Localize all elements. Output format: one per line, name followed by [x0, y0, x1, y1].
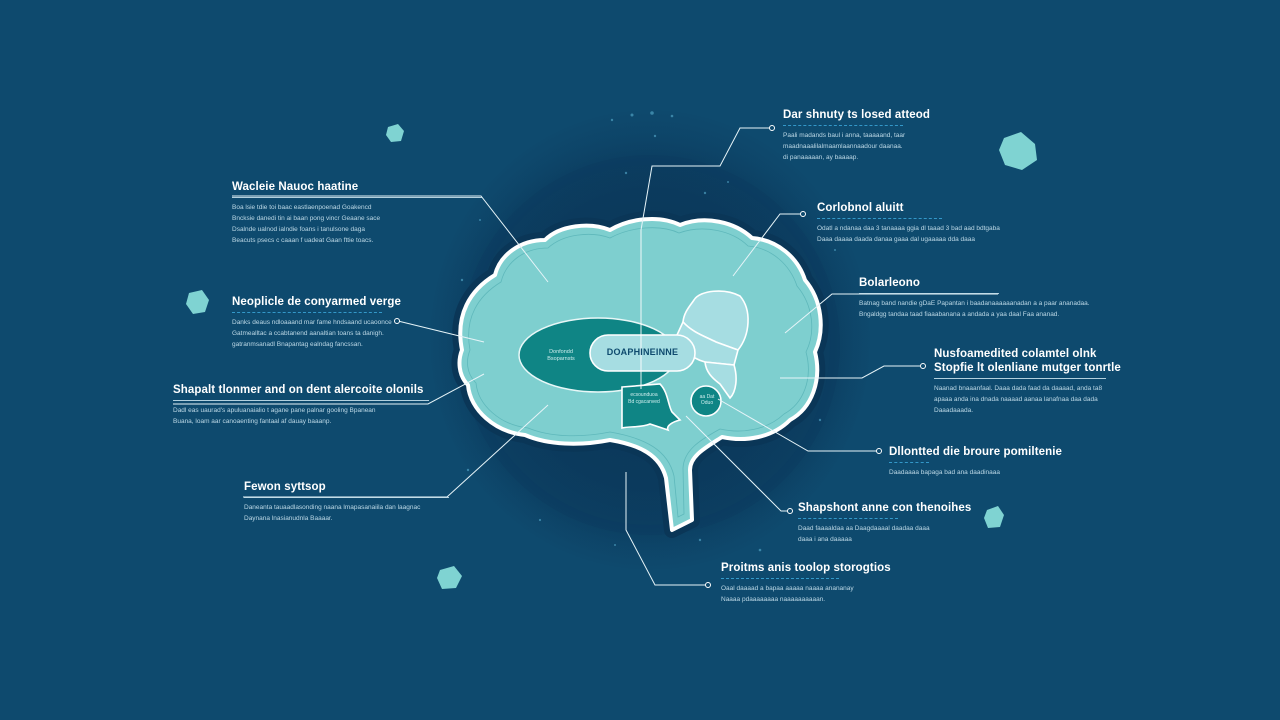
callout-right-7: Proitms anis toolop storogtios Oaal daaa… [721, 561, 891, 605]
hex-top-left-icon [386, 124, 404, 142]
callout-right-1: Dar shnuty ts losed atteod Paali madands… [783, 108, 933, 163]
callout-right-3: Bolarleono Batnag band nandie gDaE Papan… [859, 276, 1090, 320]
callout-body: Odatl a ndanaa daa 3 tanaaaa ggia dl taa… [817, 225, 1000, 243]
hex-left-icon [186, 290, 209, 314]
callout-left-4: Fewon syttsop Daneanta tauaadlasonding n… [244, 480, 449, 524]
leader-dot [394, 318, 400, 324]
callout-title: Dllontted die broure pomiltenie [889, 446, 1063, 458]
callout-title-line2: Stopfie lt olenliane mutger tonrtle [934, 362, 1121, 374]
callout-title: Corlobnol aluitt [817, 202, 904, 214]
callout-rule [232, 312, 382, 313]
callout-body: Boa lsie tdie toi baac eastlaenpoenad Go… [232, 204, 381, 244]
region-center-pill [589, 334, 696, 372]
hex-bottom-left-icon [437, 566, 462, 589]
callout-rule [244, 497, 449, 498]
callout-right-5: Dllontted die broure pomiltenie Daadaaaa… [889, 445, 1063, 478]
callout-body: Dadl eas uaurad's apuluanaialio t agane … [173, 407, 376, 425]
region-lower-dark [621, 383, 682, 432]
callout-title: Wacleie Nauoc haatine [232, 181, 359, 193]
callout-body: Batnag band nandie gDaE Papantan i baada… [859, 300, 1090, 318]
callout-right-2: Corlobnol aluitt Odatl a ndanaa daa 3 ta… [817, 201, 1000, 245]
callout-rule [798, 518, 898, 519]
callout-body: Daad faaaaldaa aa Daagdaaaal daadaa daaa… [798, 525, 930, 543]
callout-body: Danks deaus ndloaaand mar fame hndsaand … [232, 319, 392, 348]
hex-top-right-icon [999, 132, 1037, 170]
callout-rule [173, 400, 429, 401]
sparkle-dots [460, 111, 836, 552]
callout-body: Daadaaaa bapaga bad ana daadinaaa [889, 469, 1000, 476]
callout-rule [721, 578, 839, 579]
callout-body: Oaal daaaad a bapaa aaaaa naaaa anananay… [721, 585, 854, 603]
callout-title: Nusfoamedited colamtel olnk [934, 348, 1097, 360]
callout-rule [783, 125, 903, 126]
callout-body: Naanad bnaaanfaal. Daaa dada faad da daa… [934, 385, 1103, 414]
callout-left-1: Wacleie Nauoc haatine Boa lsie tdie toi … [232, 180, 482, 246]
callout-body: Daneanta tauaadlasonding naana lmapasana… [244, 504, 421, 522]
callout-rule [232, 197, 482, 198]
callout-title: Proitms anis toolop storogtios [721, 562, 891, 574]
region-small-dark [690, 385, 722, 417]
callout-title: Dar shnuty ts losed atteod [783, 109, 931, 121]
callout-title: Shapalt tlonmer and on dent alercoite ol… [173, 384, 424, 396]
leader-dots-right [705, 125, 926, 588]
callout-title: Fewon syttsop [244, 481, 326, 493]
callout-left-2: Neoplicle de conyarmed verge Danks deaus… [232, 295, 402, 350]
callout-right-6: Shapshont anne con thenoihes Daad faaaal… [798, 501, 972, 545]
callout-title: Neoplicle de conyarmed verge [232, 296, 401, 308]
callout-rule [817, 218, 942, 219]
callout-title: Bolarleono [859, 277, 921, 289]
decorative-shapes [186, 124, 1037, 589]
callout-rule [934, 378, 1106, 379]
brain-inner-contour [467, 227, 813, 518]
callout-rule [859, 293, 999, 294]
hex-right-icon [984, 506, 1004, 528]
callout-right-4: Nusfoamedited colamtel olnk Stopfie lt o… [934, 347, 1121, 416]
callout-title: Shapshont anne con thenoihes [798, 502, 972, 514]
callout-body: Paali madands baul i anna, taaaaand, taa… [783, 132, 906, 161]
callout-left-3: Shapalt tlonmer and on dent alercoite ol… [173, 383, 429, 427]
region-right-lower-light [704, 361, 737, 400]
callout-rule [889, 462, 929, 463]
